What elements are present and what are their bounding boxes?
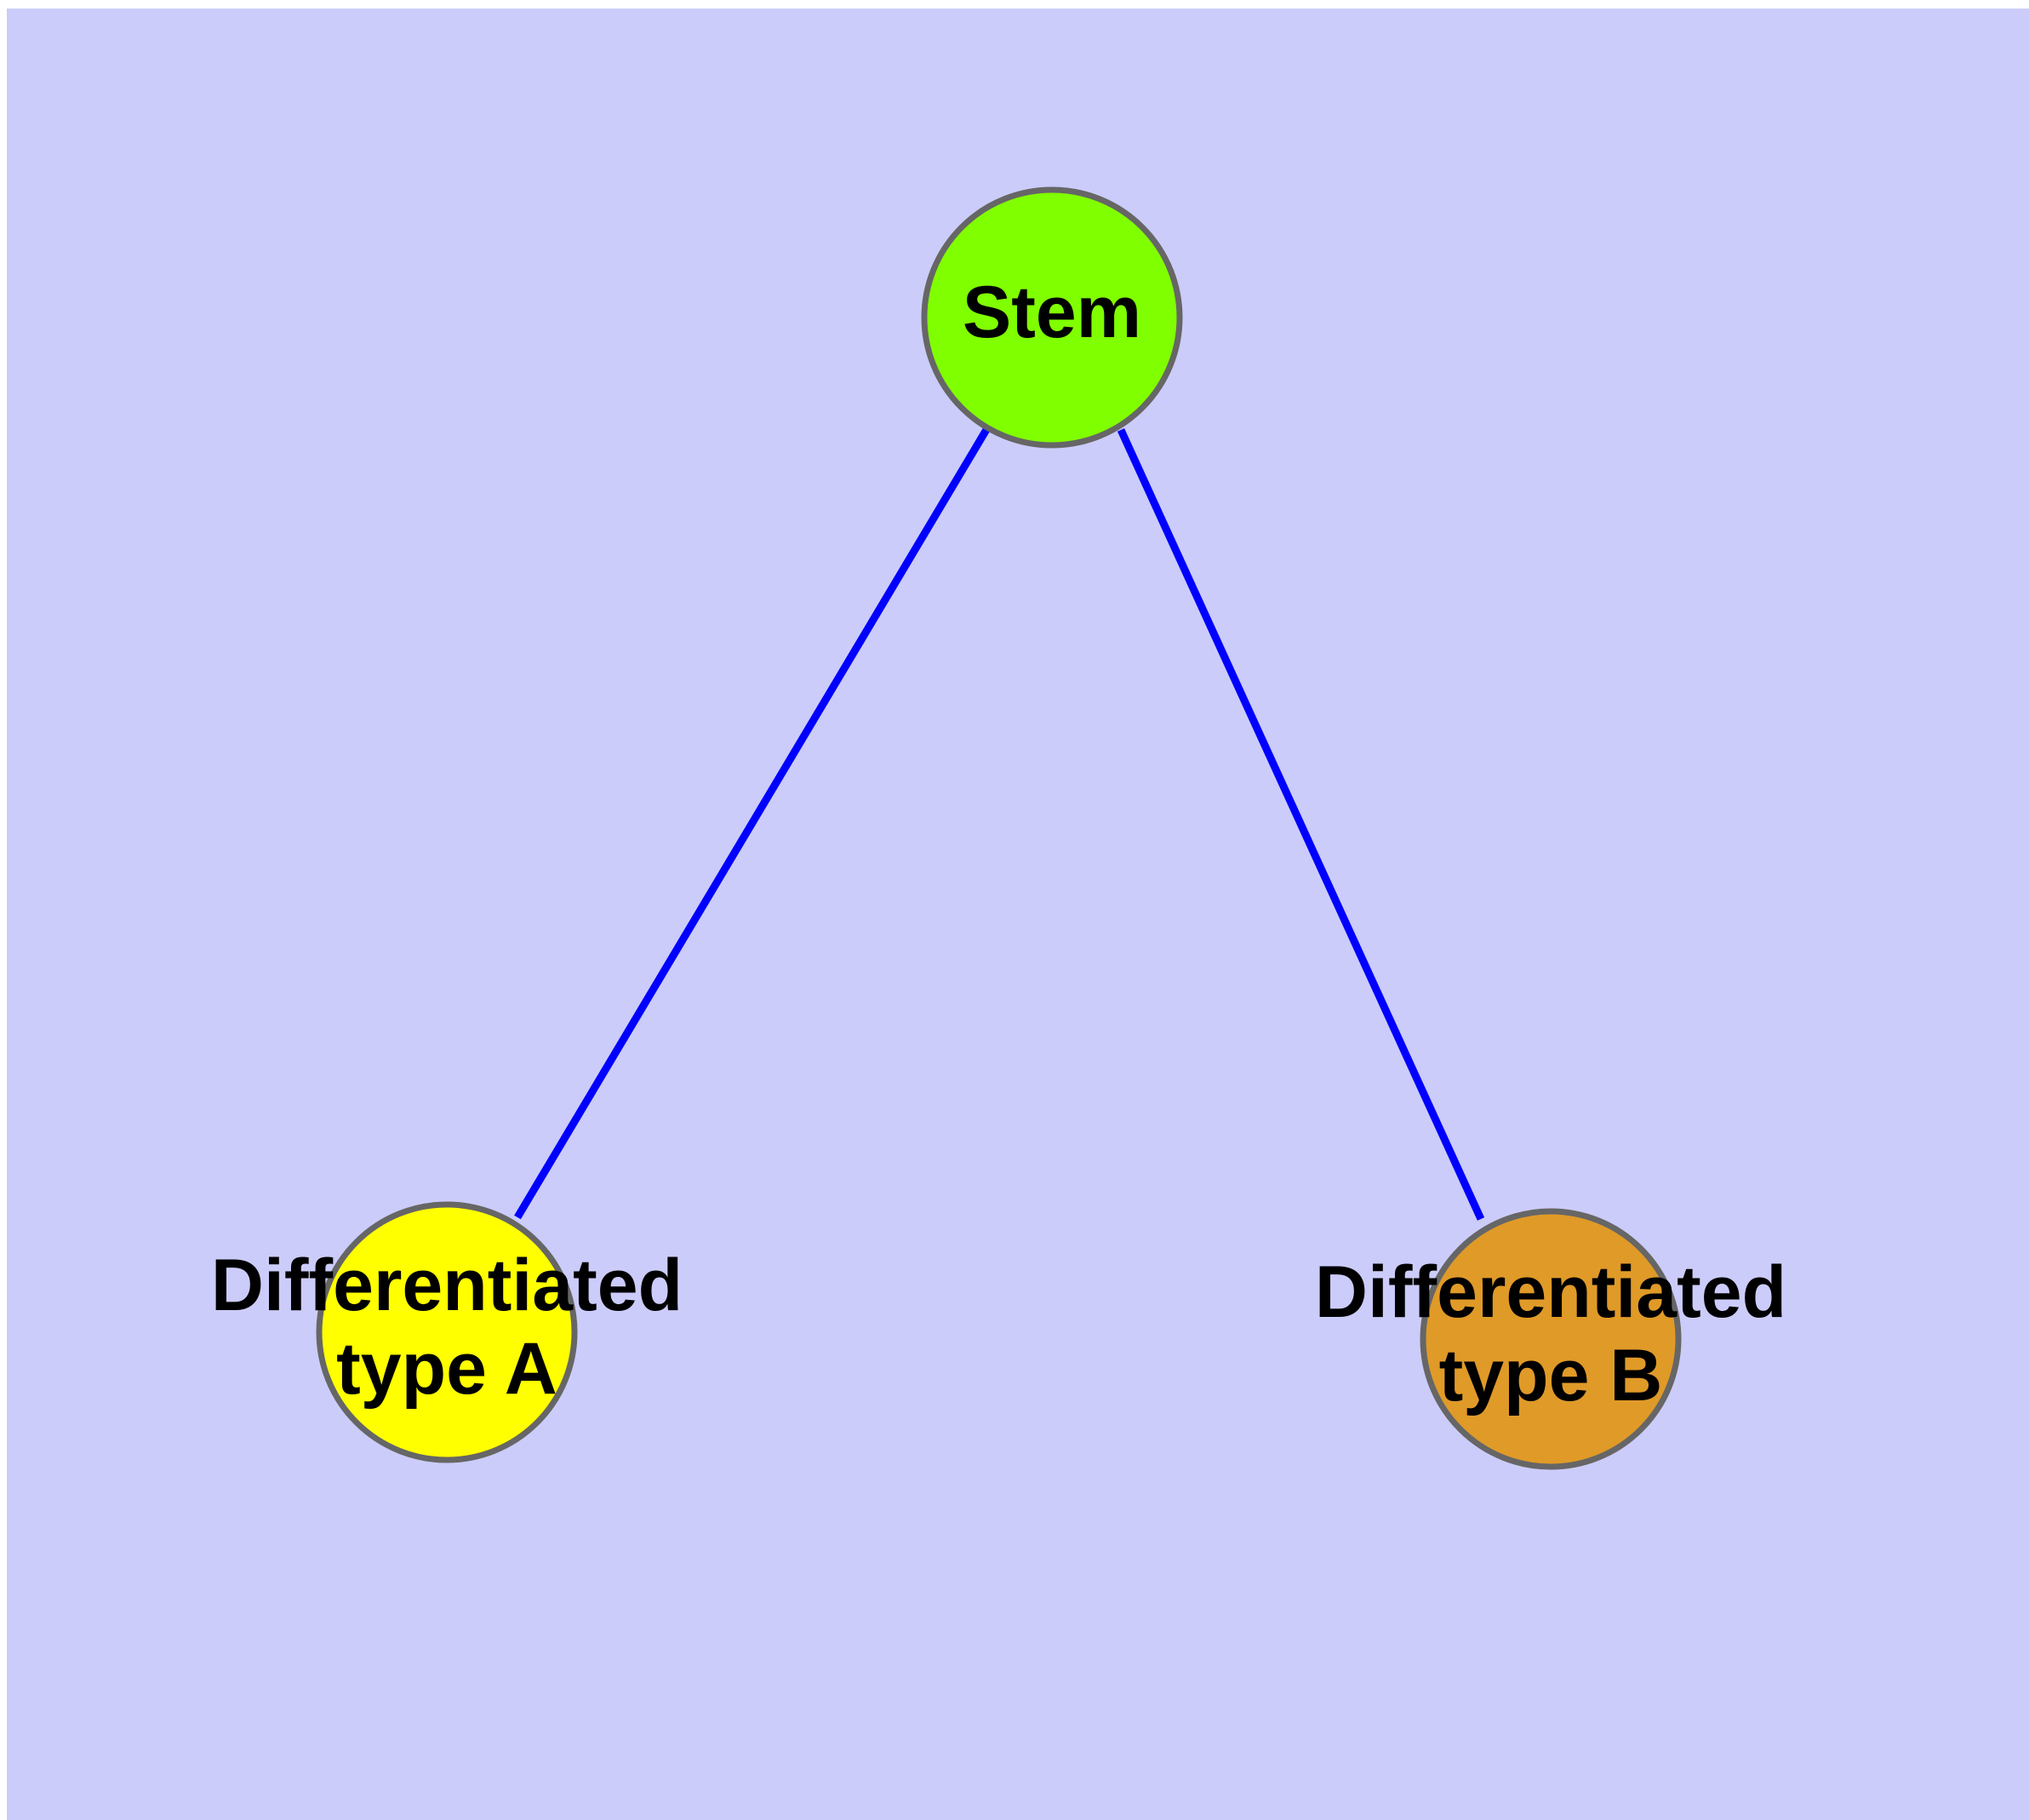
node-label-line: Differentiated (1315, 1251, 1786, 1333)
node-stem[interactable]: Stem (921, 186, 1183, 449)
node-differentiated-type-b-circle[interactable] (1420, 1208, 1682, 1470)
node-label-line: Stem (963, 272, 1141, 353)
node-differentiated-type-a-circle[interactable] (316, 1201, 578, 1463)
edge-stem-to-differentiated-b[interactable] (1117, 428, 1485, 1221)
node-label-line: type B (1439, 1335, 1663, 1417)
node-stem-circle[interactable] (921, 186, 1183, 449)
edge-group (514, 426, 1485, 1221)
edge-stem-to-differentiated-a[interactable] (514, 426, 991, 1220)
node-label-line: type A (336, 1328, 557, 1410)
node-label-line: Differentiated (211, 1245, 683, 1326)
node-stem-label: Stem (963, 272, 1141, 353)
